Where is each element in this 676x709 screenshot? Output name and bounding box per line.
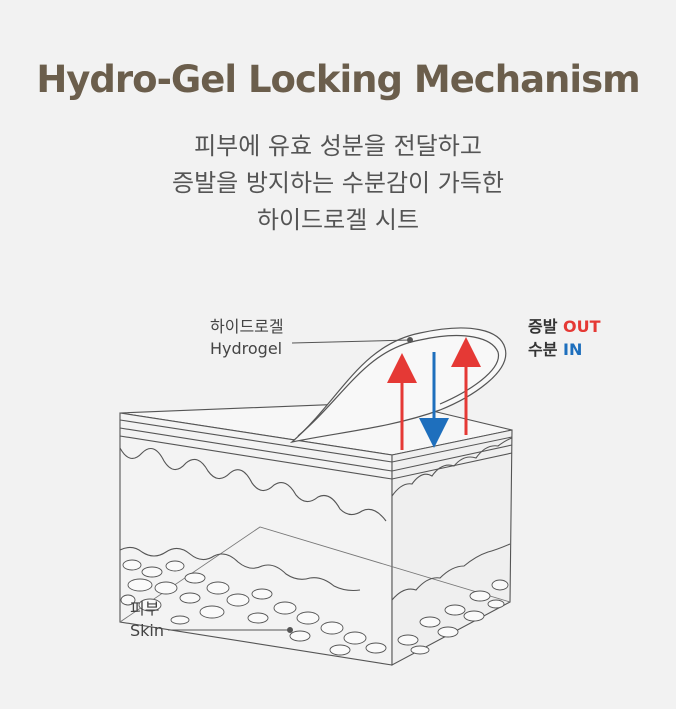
hydrogel-label-en: Hydrogel	[210, 339, 283, 358]
hydrogel-label-ko: 하이드로겔	[210, 317, 284, 336]
legend-out-ko: 증발	[528, 317, 558, 336]
skin-label-en: Skin	[130, 621, 165, 640]
legend-out: 증발 OUT	[528, 315, 601, 338]
main-title: Hydro-Gel Locking Mechanism	[36, 58, 640, 101]
legend-in-en: IN	[563, 340, 583, 359]
legend: 증발 OUT 수분 IN	[528, 315, 601, 361]
subtitle-line-3: 하이드로겔 시트	[256, 206, 420, 234]
skin-label-ko: 피부	[130, 599, 160, 618]
hydrogel-leader	[291, 339, 411, 344]
legend-in: 수분 IN	[528, 338, 601, 361]
subtitle-line-2: 증발을 방지하는 수분감이 가득한	[171, 169, 504, 197]
legend-out-en: OUT	[563, 317, 601, 336]
subtitle-line-1: 피부에 유효 성분을 전달하고	[194, 132, 482, 160]
skin-label: 피부 Skin	[130, 598, 164, 642]
hydrogel-label: 하이드로겔 Hydrogel	[210, 316, 284, 360]
legend-in-ko: 수분	[528, 340, 558, 359]
epidermis-wave	[119, 447, 387, 522]
subtitle: 피부에 유효 성분을 전달하고 증발을 방지하는 수분감이 가득한 하이드로겔 …	[0, 128, 676, 239]
